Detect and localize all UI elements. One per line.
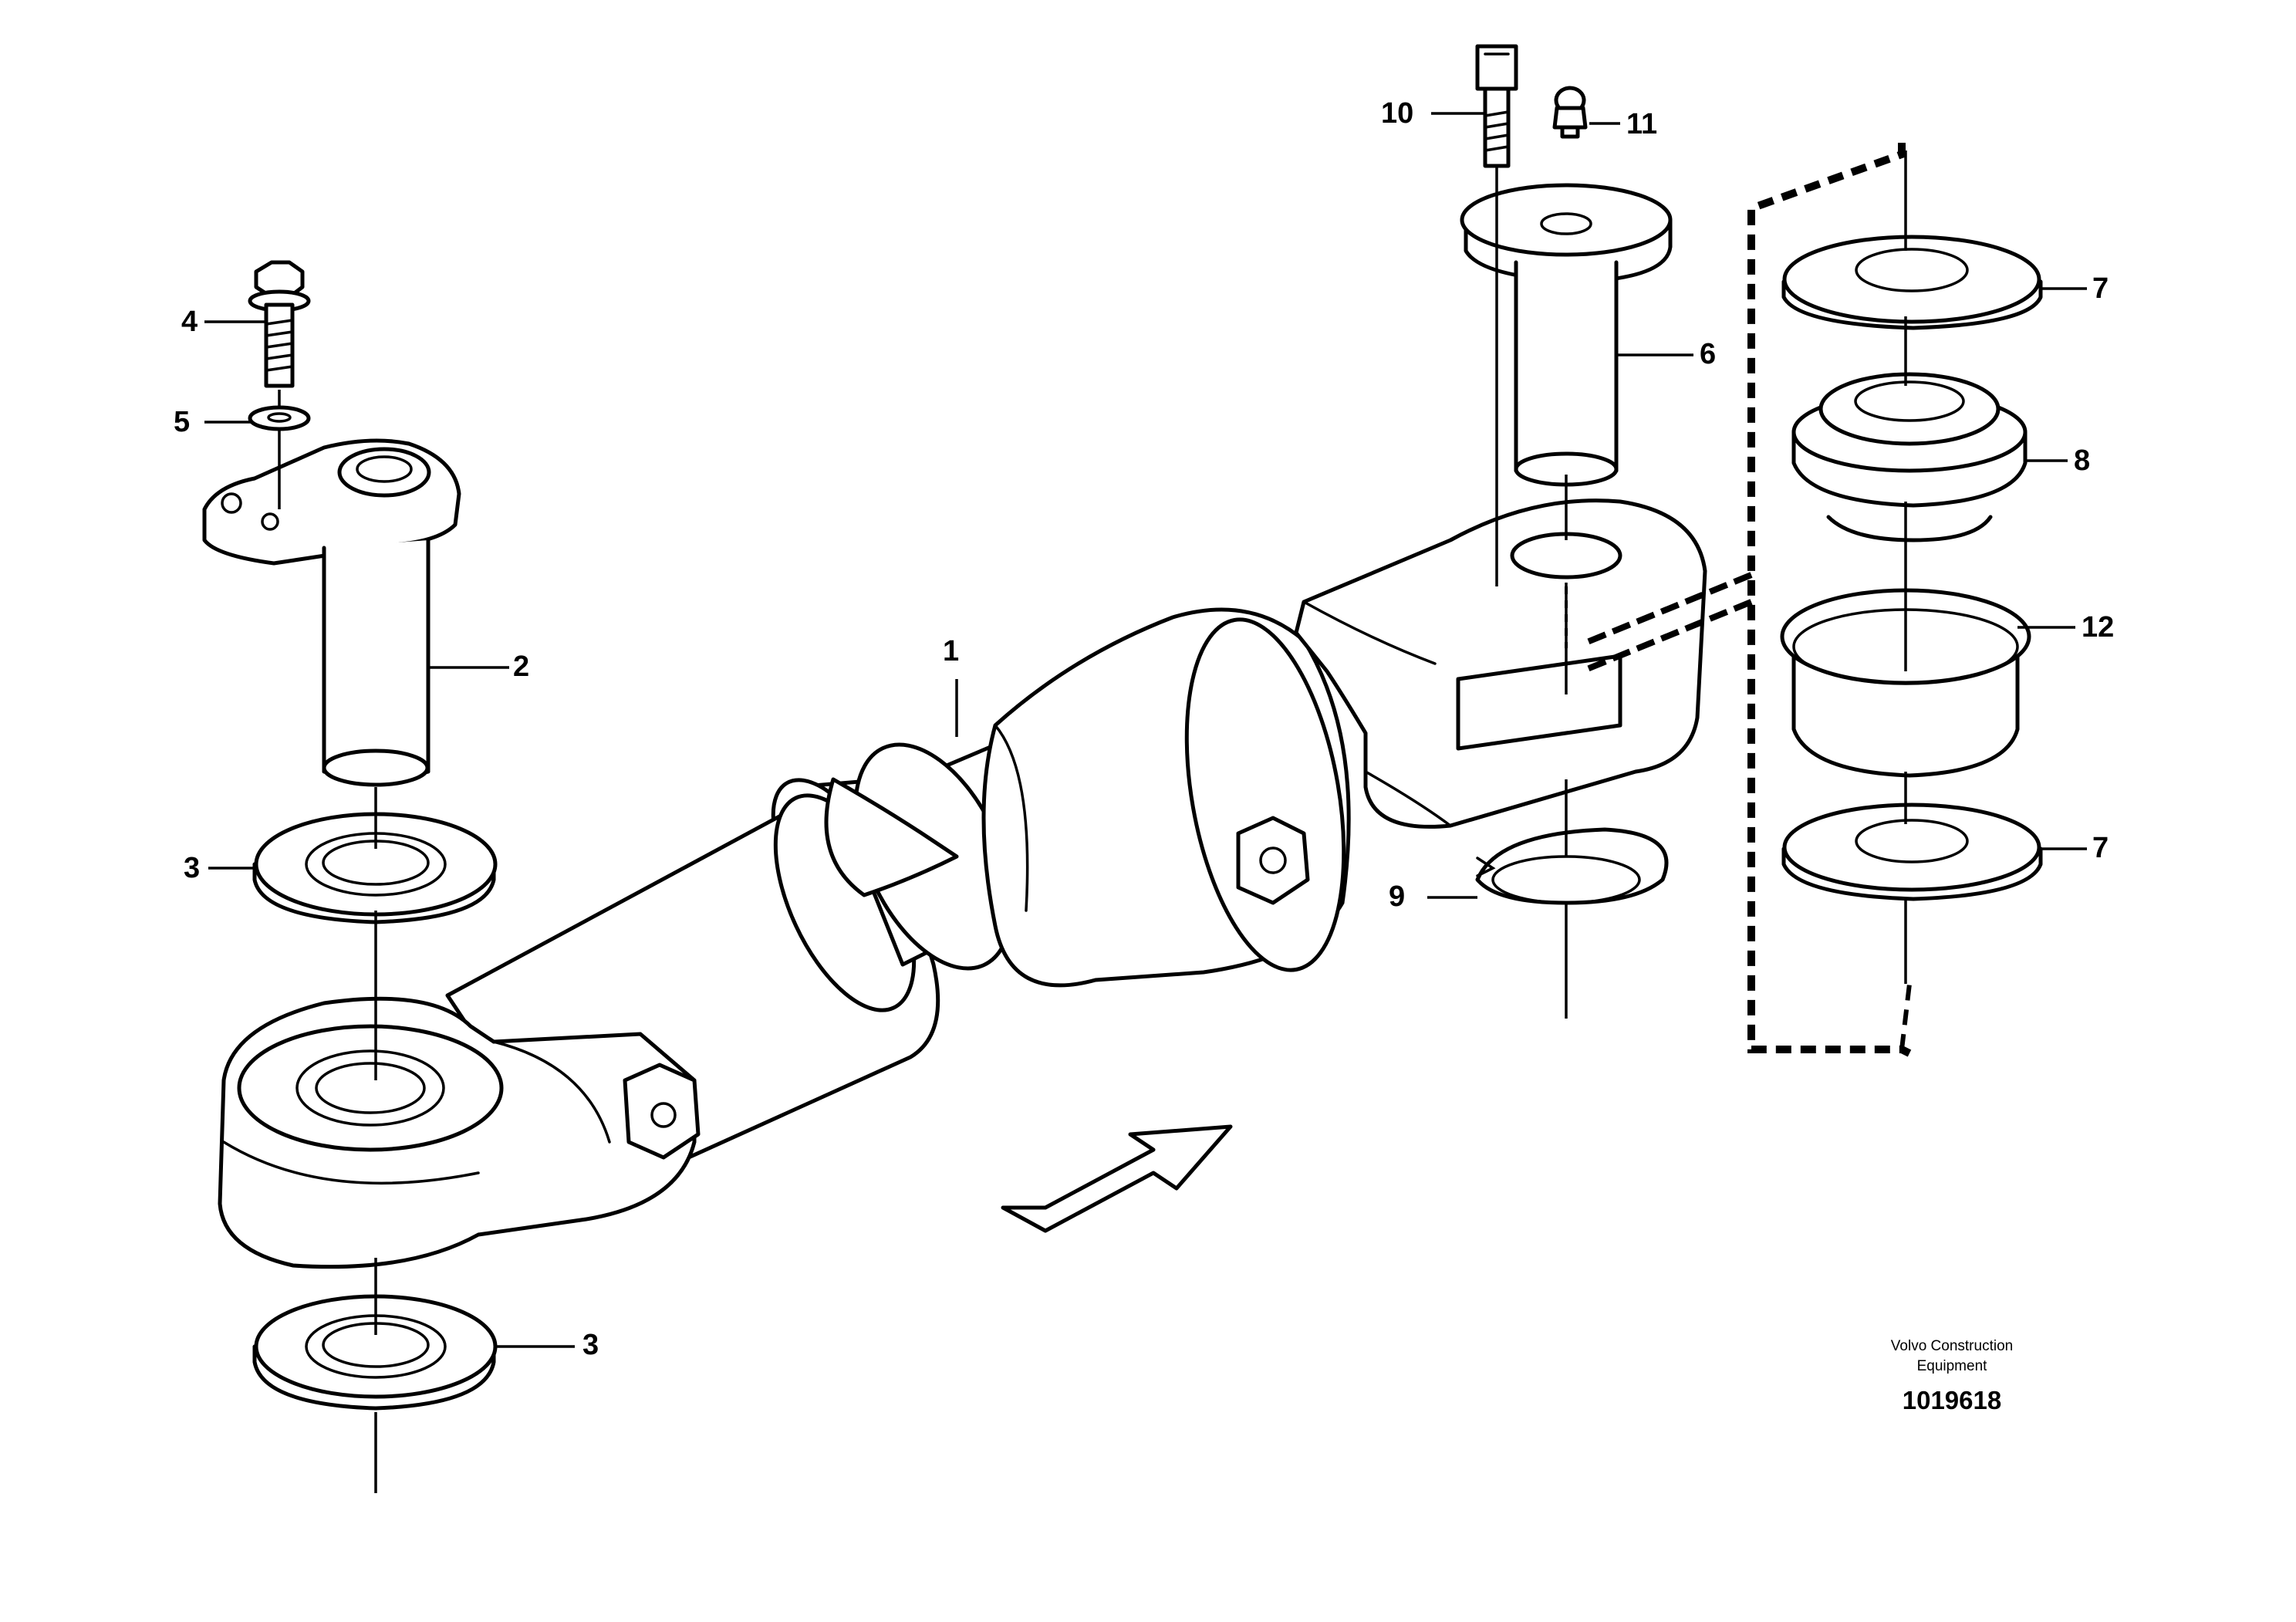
washer-part: [248, 405, 311, 431]
bolt-flange-head: [248, 260, 311, 388]
callout-8: 8: [2074, 444, 2091, 477]
callout-2: 2: [513, 650, 530, 683]
pin-shaft-end: [322, 748, 430, 787]
nipple-thread: [1560, 125, 1580, 139]
head-port-hole: [1259, 846, 1287, 874]
washer-hole: [267, 412, 292, 423]
nipple-hex: [1552, 106, 1588, 130]
callout-7-upper: 7: [2092, 272, 2109, 305]
callout-1: 1: [943, 635, 960, 667]
bearing-bore: [1854, 380, 1965, 422]
leader-lines: [204, 112, 2087, 1348]
grease-nipple: [1552, 86, 1588, 139]
barrel-collar-edge: [492, 1040, 611, 1144]
socket-bolt-threads: [1484, 110, 1510, 152]
caption-manufacturer-line1: Volvo Construction: [1890, 1338, 2014, 1354]
head-edge-line: [994, 724, 1029, 912]
washer7l-bore: [1855, 819, 1969, 863]
callout-6: 6: [1700, 338, 1717, 370]
washer-lower-7: [1781, 803, 2043, 901]
rod-eye-edge: [1302, 600, 1437, 665]
hydraulic-cylinder: [218, 498, 1707, 1269]
callout-4: 4: [181, 306, 198, 338]
barrel-port-hex: [623, 1063, 701, 1160]
spherical-bearing: [1791, 372, 2028, 542]
barrel-eye-bore: [315, 1062, 426, 1114]
callout-9: 9: [1389, 880, 1406, 913]
retaining-ring: [1475, 827, 1669, 905]
pin-head-top: [356, 455, 413, 483]
bearing-ball-lower: [1826, 515, 1993, 542]
barrel-port-hole: [650, 1102, 677, 1128]
rod-eye-bore: [1510, 532, 1622, 580]
detail-bracket: [1747, 143, 1912, 1057]
bolt-threads: [265, 319, 294, 372]
washer7l-face: [1782, 803, 2041, 892]
pin-cap-top: [1460, 183, 1673, 257]
plate-hole-2: [221, 492, 242, 514]
plate-hole-bolt: [261, 512, 279, 531]
pin-with-cap: [1460, 183, 1673, 487]
washer-upper-7: [1781, 235, 2043, 330]
callout-3-lower: 3: [582, 1329, 599, 1361]
bolt-hex-head: [254, 260, 305, 299]
callout-12: 12: [2082, 611, 2115, 644]
callout-3-upper: 3: [184, 852, 201, 884]
callout-7-lower: 7: [2092, 832, 2109, 864]
detail-bracket-bottom: [1899, 983, 1912, 1050]
ring-gap: [1476, 857, 1496, 877]
detail-leader-lower: [1580, 599, 1753, 674]
thrust-washer-upper: [252, 812, 498, 924]
pin-with-plate: [202, 438, 461, 787]
socket-head-bolt: [1475, 44, 1518, 168]
caption-figure-number: 1019618: [1902, 1386, 2002, 1414]
callout-10: 10: [1381, 97, 1414, 130]
pin-shaft: [322, 538, 430, 782]
detail-leader-upper: [1580, 572, 1753, 647]
bushing-cup: [1780, 588, 2031, 778]
rod-collar: [824, 777, 959, 897]
barrel-eye-top: [237, 1024, 504, 1152]
caption-manufacturer-line2: Equipment: [1916, 1358, 1987, 1374]
washer7u-face: [1782, 235, 2041, 324]
pin-cap-hole: [1540, 212, 1592, 235]
barrel-eye-ring: [295, 1049, 445, 1127]
callout-5: 5: [174, 406, 191, 438]
washer7u-bore: [1855, 248, 1969, 292]
callout-11: 11: [1626, 108, 1658, 140]
pin-shaft-right: [1514, 260, 1619, 481]
rod-eye-edge-2: [1364, 770, 1452, 827]
barrel-eye-edge: [222, 1140, 480, 1185]
bearing-ball-upper: [1818, 372, 2001, 446]
head-port-hex: [1236, 816, 1310, 905]
rod-eye-part: [1294, 498, 1707, 829]
direction-arrow: [1001, 1124, 1233, 1233]
